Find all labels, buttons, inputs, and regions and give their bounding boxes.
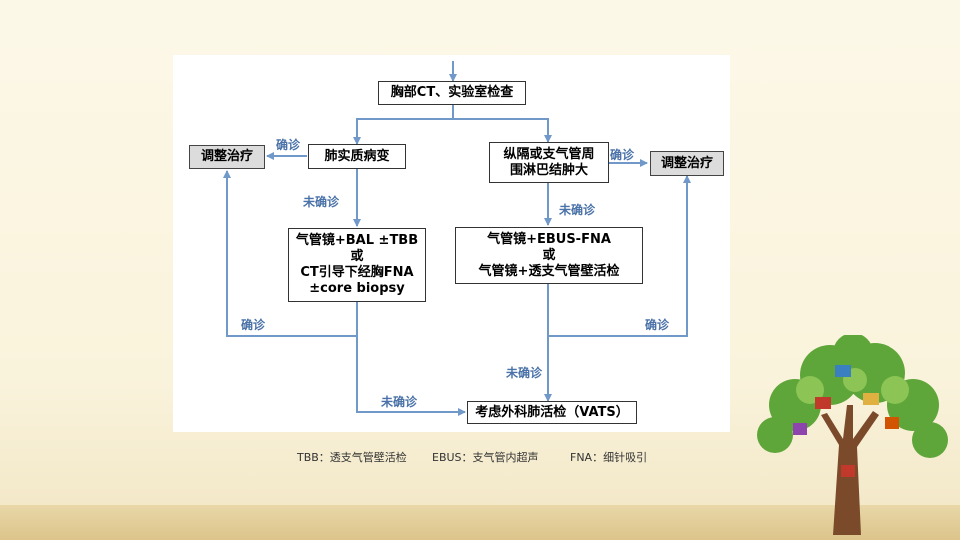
- arrow-start-split: [356, 105, 549, 144]
- node-left-procedure: 气管镜+BAL ±TBB 或 CT引导下经胸FNA ±core biopsy: [288, 228, 426, 302]
- label-confirmed-bottom-right: 确诊: [645, 318, 670, 332]
- label-confirmed-top-right: 确诊: [610, 148, 635, 162]
- node-lung-parenchyma: 肺实质病变: [308, 144, 406, 169]
- node-adjust-treatment-left: 调整治疗: [189, 145, 265, 169]
- footnote-fna: FNA：细针吸引: [570, 451, 648, 464]
- arrow-rightproc-adjust: [641, 175, 691, 337]
- node-vats: 考虑外科肺活检（VATS）: [467, 401, 637, 424]
- label-not-confirmed-right-lower: 未确诊: [506, 366, 543, 380]
- footnote-tbb: TBB：透支气管壁活检: [297, 451, 407, 464]
- arrow-leftproc-vats: [356, 302, 466, 416]
- floor-strip: [0, 505, 960, 540]
- node-right-procedure: 气管镜+EBUS-FNA 或 气管镜+透支气管壁活检: [455, 227, 643, 284]
- label-confirmed-bottom-left: 确诊: [241, 318, 266, 332]
- label-not-confirmed-bottom: 未确诊: [381, 395, 418, 409]
- flowchart-arrows: [173, 61, 691, 416]
- label-not-confirmed-left: 未确诊: [303, 195, 340, 209]
- node-mediastinal: 纵隔或支气管周 围淋巴结肿大: [489, 142, 609, 183]
- label-confirmed-top-left: 确诊: [276, 138, 301, 152]
- footnote-ebus: EBUS：支气管内超声: [432, 451, 539, 464]
- node-start: 胸部CT、实验室检查: [378, 81, 526, 105]
- node-adjust-treatment-right: 调整治疗: [650, 151, 724, 176]
- decorative-bookshelf-tree: [757, 335, 948, 535]
- label-not-confirmed-right: 未确诊: [559, 203, 596, 217]
